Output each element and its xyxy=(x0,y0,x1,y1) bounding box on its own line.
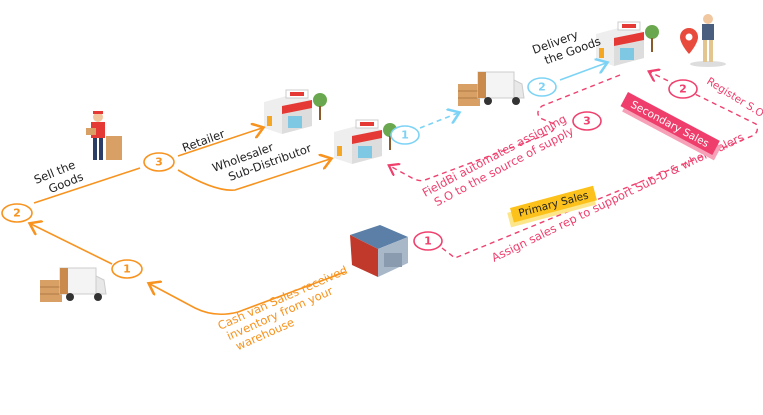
step-number: 2 xyxy=(538,81,546,94)
sales-rep-icon xyxy=(690,14,726,67)
secondary-flow-lines xyxy=(390,72,759,259)
fieldbi-label: FieldBi automates assigning xyxy=(420,112,569,200)
retailer-label: Retailer xyxy=(180,126,227,154)
step-number: 3 xyxy=(583,115,591,128)
store-icon xyxy=(333,119,398,165)
primary-step-3: 3 xyxy=(143,152,175,172)
step-number: 1 xyxy=(401,129,409,142)
primary-flow-lines xyxy=(31,128,346,316)
step-number: 2 xyxy=(679,83,687,96)
location-pin-icon xyxy=(680,28,698,54)
secondary-step-2: 2 xyxy=(668,79,698,99)
badge-label: Secondary Sales xyxy=(629,99,711,150)
delivery-truck-icon xyxy=(39,267,107,303)
register-so-label: Register S.O xyxy=(704,75,763,120)
primary-step-2: 2 xyxy=(1,203,33,223)
delivery-truck-icon xyxy=(457,71,525,107)
primary-step-1: 1 xyxy=(111,259,143,279)
store-icon xyxy=(595,21,660,67)
delivery-step-1: 1 xyxy=(390,125,420,145)
delivery-flow-lines xyxy=(419,63,606,129)
step-number: 2 xyxy=(13,207,21,220)
delivery-step-2: 2 xyxy=(527,77,557,97)
step-number: 3 xyxy=(155,156,163,169)
warehouse-icon xyxy=(350,225,408,277)
store-icon xyxy=(263,89,328,135)
secondary-sales-badge: Secondary Sales xyxy=(620,92,722,161)
secondary-step-1: 1 xyxy=(413,231,443,251)
step-number: 1 xyxy=(123,263,131,276)
step-number: 1 xyxy=(424,235,432,248)
secondary-step-3: 3 xyxy=(572,111,602,131)
delivery-man-icon xyxy=(86,111,122,160)
